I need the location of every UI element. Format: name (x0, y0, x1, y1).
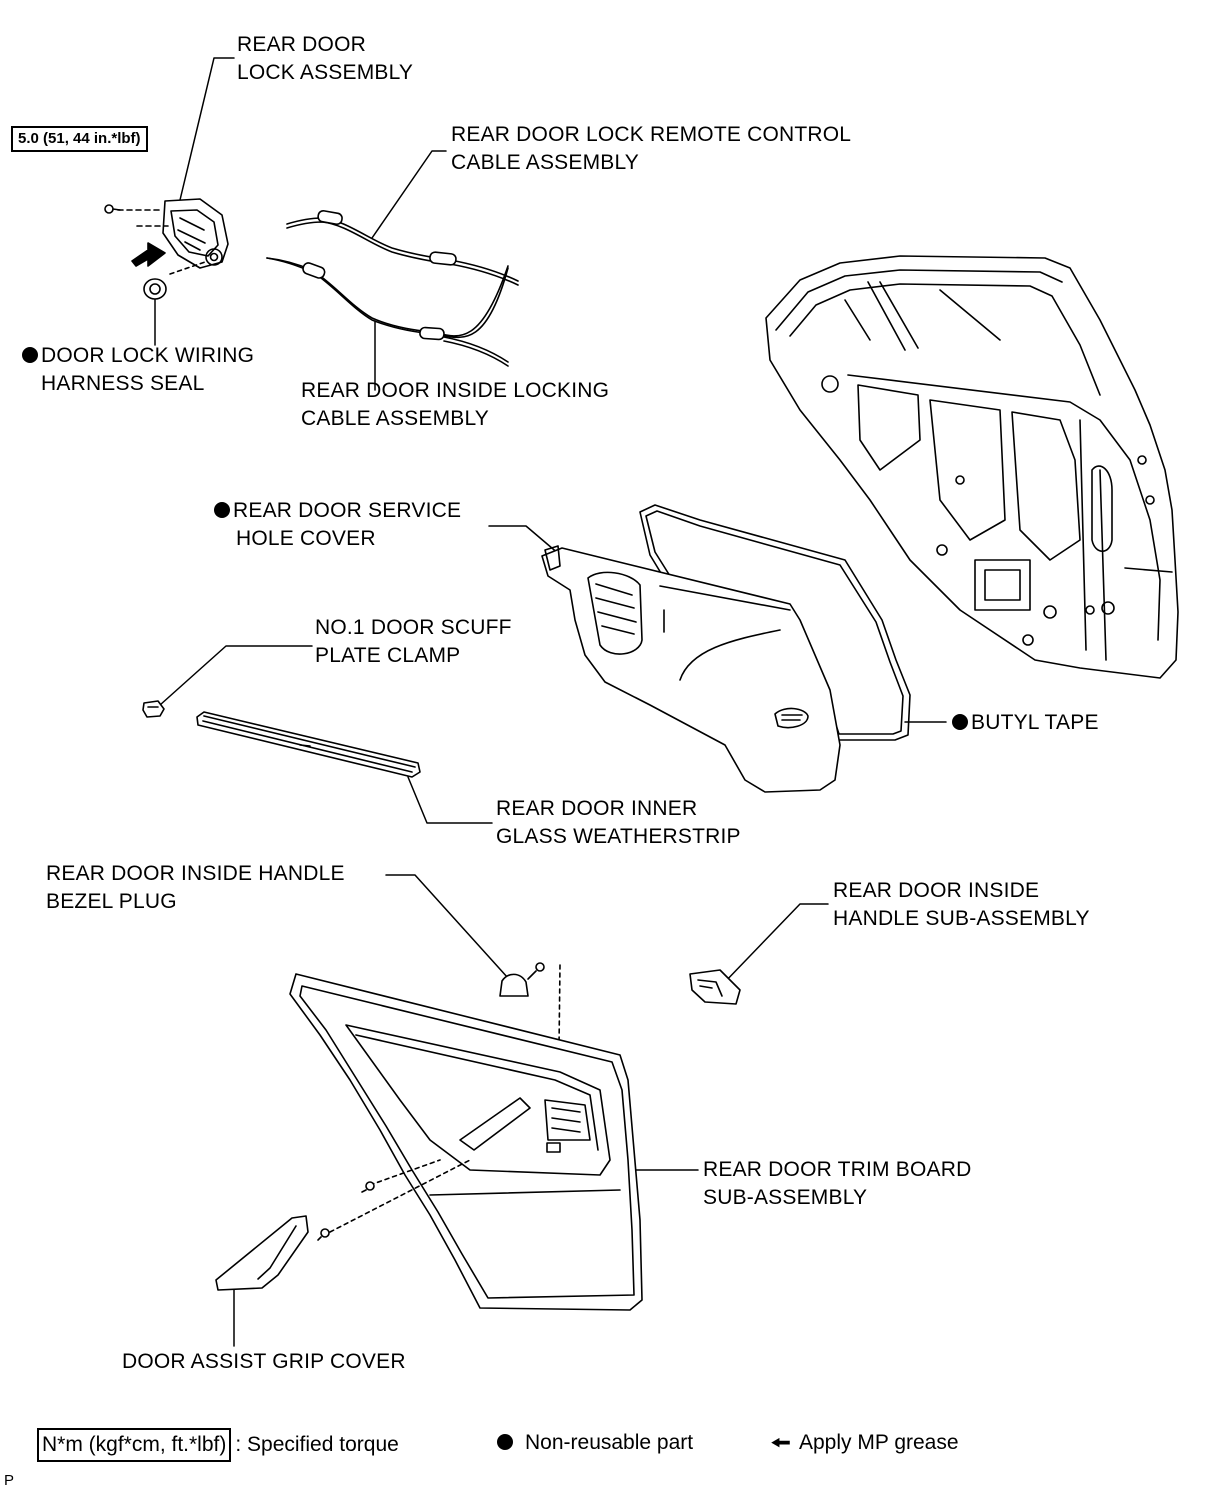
scuff-plate-clamp-drawing (142, 700, 165, 718)
grease-arrow-icon: 🠘 (770, 1430, 791, 1457)
legend-grease: 🠘 Apply MP grease (770, 1428, 959, 1459)
label-inner-glass-weatherstrip: REAR DOOR INNER GLASS WEATHERSTRIP (496, 795, 741, 851)
label-line: REAR DOOR INSIDE HANDLE (46, 862, 345, 885)
label-line: CABLE ASSEMBLY (451, 151, 639, 174)
legend-torque-text: : Specified torque (235, 1433, 399, 1456)
label-line: REAR DOOR INNER (496, 797, 698, 820)
page-code: P (4, 1472, 15, 1489)
label-line: DOOR ASSIST GRIP COVER (122, 1350, 406, 1373)
legend-nonreusable: Non-reusable part (497, 1428, 693, 1458)
label-rear-door-lock-assembly: REAR DOOR LOCK ASSEMBLY (237, 31, 413, 87)
bolt-drawing (104, 204, 121, 214)
label-line: NO.1 DOOR SCUFF (315, 616, 512, 639)
label-assist-grip-cover: DOOR ASSIST GRIP COVER (122, 1348, 406, 1376)
label-line: BUTYL TAPE (971, 711, 1099, 734)
assist-grip-cover-drawing (215, 1215, 309, 1291)
rear-door-lock-assembly-drawing (117, 198, 229, 275)
nonreusable-dot-icon (214, 502, 230, 518)
nonreusable-dot-icon (22, 347, 38, 363)
label-line: REAR DOOR TRIM BOARD (703, 1158, 972, 1181)
remote-control-cable-drawing (286, 209, 519, 286)
label-line: REAR DOOR INSIDE LOCKING (301, 379, 610, 402)
inside-locking-cable-drawing (266, 257, 509, 341)
torque-spec-box: 5.0 (51, 44 in.*lbf) (11, 126, 148, 152)
label-bezel-plug: REAR DOOR INSIDE HANDLE BEZEL PLUG (46, 860, 345, 916)
label-inside-locking-cable: REAR DOOR INSIDE LOCKING CABLE ASSEMBLY (301, 377, 609, 433)
label-line: HOLE COVER (236, 527, 376, 550)
label-line: CABLE ASSEMBLY (301, 407, 489, 430)
label-line: BEZEL PLUG (46, 890, 177, 913)
label-line: DOOR LOCK WIRING (41, 344, 255, 367)
inside-locking-cable-tail (443, 336, 509, 367)
lower-screws-drawing (317, 1181, 375, 1241)
label-inside-handle: REAR DOOR INSIDE HANDLE SUB-ASSEMBLY (833, 877, 1090, 933)
legend-grease-text: Apply MP grease (799, 1431, 959, 1454)
label-line: REAR DOOR INSIDE (833, 879, 1040, 902)
label-remote-control-cable: REAR DOOR LOCK REMOTE CONTROL CABLE ASSE… (451, 121, 851, 177)
label-line: LOCK ASSEMBLY (237, 61, 414, 84)
weatherstrip-drawing (196, 711, 421, 778)
label-trim-board: REAR DOOR TRIM BOARD SUB-ASSEMBLY (703, 1156, 971, 1212)
legend-nonreusable-text: Non-reusable part (525, 1431, 694, 1454)
label-line: SUB-ASSEMBLY (703, 1186, 868, 1209)
label-line: GLASS WEATHERSTRIP (496, 825, 741, 848)
service-hole-cover-drawing (541, 545, 841, 793)
label-line: HARNESS SEAL (41, 372, 205, 395)
label-line: REAR DOOR SERVICE (233, 499, 462, 522)
leader-lines (154, 57, 947, 1347)
label-service-hole-cover: REAR DOOR SERVICE HOLE COVER (214, 497, 461, 553)
label-line: REAR DOOR (237, 33, 366, 56)
rear-door-panel-drawing (765, 255, 1179, 679)
trim-board-drawing (289, 973, 643, 1311)
nonreusable-dot-icon (952, 714, 968, 730)
label-line: PLATE CLAMP (315, 644, 461, 667)
nonreusable-dot-icon (497, 1434, 513, 1450)
bezel-plug-drawing (499, 973, 529, 997)
label-scuff-plate-clamp: NO.1 DOOR SCUFF PLATE CLAMP (315, 614, 512, 670)
label-line: HANDLE SUB-ASSEMBLY (833, 907, 1090, 930)
label-harness-seal: DOOR LOCK WIRING HARNESS SEAL (22, 342, 254, 398)
legend-torque-box: N*m (kgf*cm, ft.*lbf) (37, 1428, 232, 1462)
harness-seal-drawing (143, 278, 167, 300)
inside-handle-drawing (689, 969, 741, 1005)
label-butyl-tape: BUTYL TAPE (952, 709, 1099, 737)
label-line: REAR DOOR LOCK REMOTE CONTROL (451, 123, 852, 146)
legend-torque: N*m (kgf*cm, ft.*lbf): Specified torque (37, 1428, 399, 1462)
